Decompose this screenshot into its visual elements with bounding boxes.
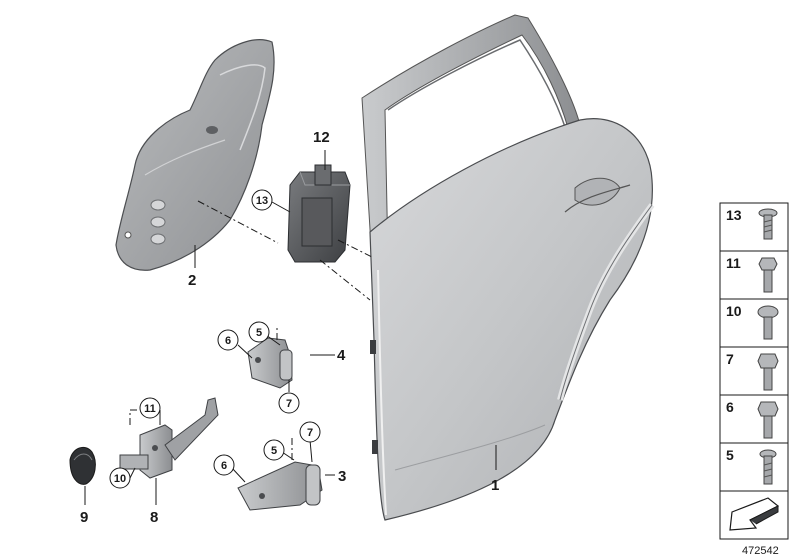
fastener-number: 13: [726, 207, 742, 223]
callout-12: 12: [313, 129, 330, 146]
door-handle-recess: [564, 177, 631, 213]
callout-9: 9: [80, 509, 88, 526]
upper-hinge: [247, 337, 293, 389]
pan-head-screw-icon: [757, 305, 779, 340]
torx-screw-icon: [758, 208, 778, 240]
callout-5-upper-circle: 5: [248, 321, 270, 343]
fastener-cell-7: 7: [719, 346, 789, 396]
callout-4: 4: [337, 347, 346, 364]
torx-bolt-icon: [759, 449, 777, 485]
svg-text:5: 5: [726, 447, 734, 463]
callout-2: 2: [188, 272, 196, 289]
assembly-arrow-icon: [729, 497, 780, 531]
door-shell: [361, 14, 655, 521]
hex-bolt-icon: [757, 353, 779, 391]
moisture-barrier-sheet: [115, 39, 275, 271]
svg-text:7: 7: [726, 351, 734, 367]
door-outer-panel: [369, 118, 653, 521]
lower-hinge: [237, 461, 323, 511]
svg-text:6: 6: [225, 335, 231, 347]
svg-text:11: 11: [726, 255, 741, 271]
grommet: [69, 446, 96, 485]
svg-text:5: 5: [271, 445, 277, 457]
fastener-panel: 13 11 10 7: [719, 202, 789, 540]
svg-text:6: 6: [726, 399, 734, 415]
callout-8: 8: [150, 509, 158, 526]
fastener-cell-11: 11: [719, 250, 789, 300]
callout-6-upper-circle: 6: [217, 329, 239, 351]
svg-text:13: 13: [256, 195, 268, 207]
svg-text:7: 7: [307, 427, 313, 439]
svg-text:6: 6: [221, 460, 227, 472]
callout-6-lower-circle: 6: [213, 454, 235, 476]
flange-bolt-icon: [758, 257, 778, 293]
hex-flange-bolt-icon: [757, 401, 779, 439]
check-strap: [119, 397, 219, 479]
fastener-cell-10: 10: [719, 298, 789, 348]
fastener-cell-13: 13: [719, 202, 789, 252]
callout-13-circle: 13: [251, 189, 273, 211]
callout-10-circle: 10: [109, 467, 131, 489]
callout-1: 1: [491, 477, 499, 494]
diagram-reference-number: 472542: [742, 545, 779, 557]
svg-text:10: 10: [726, 303, 742, 319]
fastener-cell-6: 6: [719, 394, 789, 444]
callout-11-circle: 11: [139, 397, 161, 419]
svg-text:7: 7: [286, 398, 292, 410]
callout-3: 3: [338, 468, 346, 485]
callout-5-lower-circle: 5: [263, 439, 285, 461]
svg-text:5: 5: [256, 327, 262, 339]
svg-text:11: 11: [144, 403, 156, 415]
fastener-cell-arrow: [719, 490, 789, 540]
fastener-cell-5: 5: [719, 442, 789, 492]
svg-text:10: 10: [114, 473, 126, 485]
callout-7-lower-circle: 7: [299, 421, 321, 443]
stopper-pad: [287, 164, 351, 263]
callout-7-upper-circle: 7: [278, 392, 300, 414]
